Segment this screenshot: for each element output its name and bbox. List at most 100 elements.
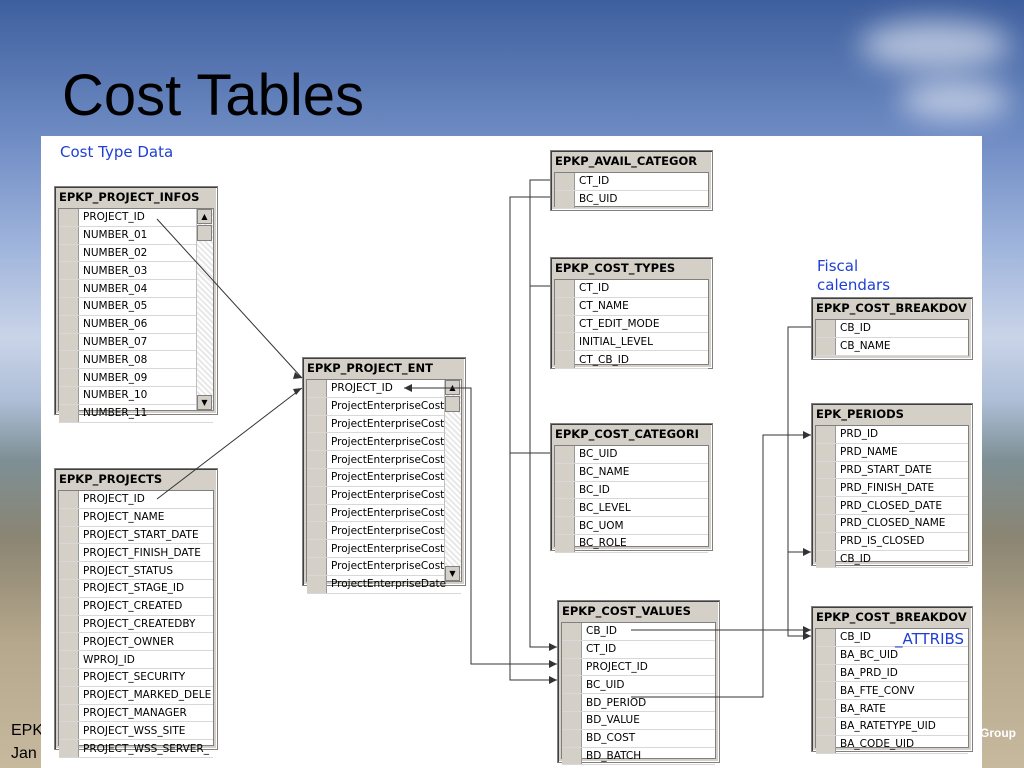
row-selector[interactable] (555, 517, 575, 534)
row-selector[interactable] (59, 686, 79, 704)
column-row[interactable]: ProjectEnterpriseCost (307, 522, 461, 541)
row-selector[interactable] (816, 700, 836, 717)
column-row[interactable]: BC_UID (562, 676, 715, 695)
column-row[interactable]: PROJECT_WSS_SITE (59, 722, 213, 741)
column-row[interactable]: BC_ROLE (555, 534, 708, 553)
scroll-down-icon[interactable]: ▼ (197, 395, 212, 410)
column-row[interactable]: ProjectEnterpriseCost (307, 468, 461, 487)
row-selector[interactable] (562, 623, 582, 640)
row-selector[interactable] (555, 173, 575, 190)
row-selector[interactable] (555, 446, 575, 463)
row-selector[interactable] (555, 333, 575, 351)
row-selector[interactable] (59, 404, 79, 422)
column-row[interactable]: NUMBER_02 (59, 244, 213, 263)
row-selector[interactable] (307, 486, 327, 504)
row-selector[interactable] (816, 479, 836, 497)
column-row[interactable]: CT_ID (562, 640, 715, 659)
table-title[interactable]: EPKP_COST_TYPES (555, 261, 676, 275)
row-selector[interactable] (307, 557, 327, 575)
column-row[interactable]: NUMBER_01 (59, 226, 213, 245)
row-selector[interactable] (59, 315, 79, 333)
column-row[interactable]: PROJECT_START_DATE (59, 526, 213, 545)
row-selector[interactable] (59, 262, 79, 280)
row-selector[interactable] (59, 491, 79, 508)
column-row[interactable]: NUMBER_03 (59, 262, 213, 281)
column-row[interactable]: PROJECT_CREATEDBY (59, 615, 213, 634)
column-row[interactable]: PROJECT_ID (59, 209, 213, 227)
column-row[interactable]: PRD_START_DATE (816, 461, 968, 480)
column-row[interactable]: PROJECT_MARKED_DELE (59, 686, 213, 705)
row-selector[interactable] (562, 711, 582, 729)
column-row[interactable]: ProjectEnterpriseDate (307, 575, 461, 594)
row-selector[interactable] (307, 522, 327, 540)
scroll-thumb[interactable] (197, 225, 212, 241)
column-row[interactable]: PROJECT_ID (307, 380, 461, 398)
column-row[interactable]: BD_COST (562, 729, 715, 748)
column-row[interactable]: BC_UID (555, 446, 708, 464)
column-row[interactable]: BA_CODE_UID (816, 735, 968, 754)
column-row[interactable]: CB_ID (816, 550, 968, 569)
column-row[interactable]: NUMBER_08 (59, 351, 213, 370)
row-selector[interactable] (816, 735, 836, 753)
row-selector[interactable] (59, 508, 79, 526)
row-selector[interactable] (562, 747, 582, 765)
row-selector[interactable] (816, 717, 836, 735)
row-selector[interactable] (562, 676, 582, 694)
row-selector[interactable] (816, 426, 836, 443)
column-row[interactable]: CT_ID (555, 173, 708, 191)
column-row[interactable]: ProjectEnterpriseCost (307, 433, 461, 452)
row-selector[interactable] (555, 297, 575, 315)
column-row[interactable]: BA_RATE (816, 700, 968, 718)
row-selector[interactable] (816, 629, 836, 646)
row-selector[interactable] (816, 646, 836, 664)
row-selector[interactable] (555, 351, 575, 368)
column-row[interactable]: NUMBER_09 (59, 369, 213, 387)
row-selector[interactable] (59, 633, 79, 651)
column-row[interactable]: PRD_ID (816, 426, 968, 444)
row-selector[interactable] (562, 658, 582, 676)
column-row[interactable]: BD_VALUE (562, 711, 715, 730)
column-row[interactable]: CT_EDIT_MODE (555, 315, 708, 334)
row-selector[interactable] (59, 651, 79, 668)
scroll-thumb[interactable] (445, 396, 460, 412)
row-selector[interactable] (59, 244, 79, 262)
scroll-up-icon[interactable]: ▲ (445, 380, 460, 395)
row-selector[interactable] (816, 682, 836, 700)
column-row[interactable]: NUMBER_06 (59, 315, 213, 334)
row-selector[interactable] (307, 433, 327, 451)
row-selector[interactable] (816, 497, 836, 514)
column-row[interactable]: PROJECT_ID (562, 658, 715, 677)
column-row[interactable]: NUMBER_05 (59, 297, 213, 316)
table-title[interactable]: EPK_PERIODS (816, 407, 904, 421)
row-selector[interactable] (59, 704, 79, 722)
scroll-down-icon[interactable]: ▼ (445, 566, 460, 581)
row-selector[interactable] (816, 337, 836, 355)
table-title[interactable]: EPKP_PROJECT_INFOS (59, 190, 200, 204)
row-selector[interactable] (59, 668, 79, 686)
row-selector[interactable] (816, 664, 836, 682)
row-selector[interactable] (555, 463, 575, 481)
column-row[interactable]: INITIAL_LEVEL (555, 333, 708, 352)
vertical-scrollbar[interactable]: ▲▼ (444, 380, 461, 581)
row-selector[interactable] (59, 526, 79, 544)
table-title[interactable]: EPKP_PROJECTS (59, 472, 163, 486)
column-row[interactable]: BA_FTE_CONV (816, 682, 968, 701)
column-row[interactable]: ProjectEnterpriseCost (307, 486, 461, 505)
row-selector[interactable] (307, 575, 327, 593)
column-row[interactable]: BC_ID (555, 481, 708, 500)
row-selector[interactable] (59, 544, 79, 562)
column-row[interactable]: PRD_NAME (816, 443, 968, 462)
table-title[interactable]: EPKP_COST_VALUES (562, 604, 691, 618)
column-row[interactable]: PRD_CLOSED_NAME (816, 514, 968, 533)
column-row[interactable]: PROJECT_OWNER (59, 633, 213, 652)
row-selector[interactable] (307, 380, 327, 397)
row-selector[interactable] (816, 320, 836, 337)
